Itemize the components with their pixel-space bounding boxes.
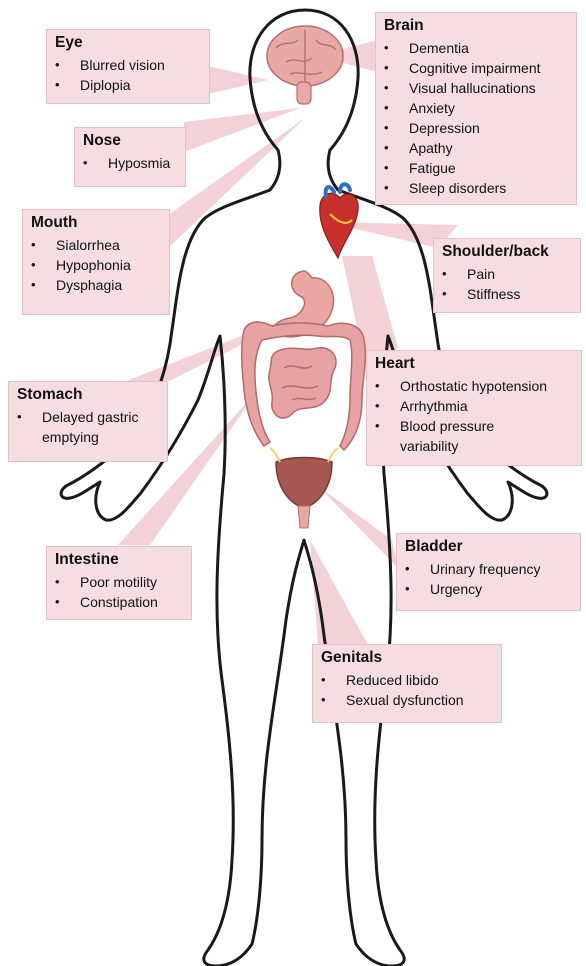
brain-callout: Brain Dementia Cognitive impairment Visu… bbox=[375, 12, 577, 205]
bladder-title: Bladder bbox=[405, 537, 574, 557]
list-item: Dysphagia bbox=[31, 275, 163, 295]
list-item: Sexual dysfunction bbox=[321, 690, 495, 710]
list-item: Pain bbox=[442, 264, 574, 284]
nose-list: Hyposmia bbox=[83, 153, 179, 173]
list-item: Dementia bbox=[384, 38, 570, 58]
heart-icon bbox=[320, 184, 358, 258]
list-item: Delayed gastric emptying bbox=[17, 407, 152, 447]
intestine-callout: Intestine Poor motility Constipation bbox=[46, 546, 192, 620]
list-item: Arrhythmia bbox=[375, 396, 575, 416]
list-item: Anxiety bbox=[384, 98, 570, 118]
mouth-title: Mouth bbox=[31, 213, 163, 233]
list-item: Poor motility bbox=[55, 572, 185, 592]
eye-callout: Eye Blurred vision Diplopia bbox=[46, 29, 210, 104]
list-item: Blood pressure variability bbox=[375, 416, 520, 456]
brain-icon bbox=[267, 26, 343, 104]
list-item: Hypophonia bbox=[31, 255, 163, 275]
list-item: Cognitive impairment bbox=[384, 58, 570, 78]
eye-title: Eye bbox=[55, 33, 203, 53]
shoulder-title: Shoulder/back bbox=[442, 242, 574, 262]
intestine-icon bbox=[242, 322, 366, 450]
bladder-list: Urinary frequency Urgency bbox=[405, 559, 574, 599]
list-item: Urgency bbox=[405, 579, 574, 599]
bladder-callout: Bladder Urinary frequency Urgency bbox=[396, 533, 581, 611]
list-item: Diplopia bbox=[55, 75, 203, 95]
list-item: Visual hallucinations bbox=[384, 78, 570, 98]
genitals-list: Reduced libido Sexual dysfunction bbox=[321, 670, 495, 710]
list-item: Orthostatic hypotension bbox=[375, 376, 575, 396]
list-item: Constipation bbox=[55, 592, 185, 612]
list-item: Stiffness bbox=[442, 284, 574, 304]
eye-connector bbox=[208, 66, 268, 94]
eye-list: Blurred vision Diplopia bbox=[55, 55, 203, 95]
stomach-list: Delayed gastric emptying bbox=[17, 407, 161, 447]
shoulder-list: Pain Stiffness bbox=[442, 264, 574, 304]
list-item: Sleep disorders bbox=[384, 178, 570, 198]
mouth-callout: Mouth Sialorrhea Hypophonia Dysphagia bbox=[22, 209, 170, 315]
list-item: Hyposmia bbox=[83, 153, 179, 173]
intestine-list: Poor motility Constipation bbox=[55, 572, 185, 612]
shoulder-callout: Shoulder/back Pain Stiffness bbox=[433, 238, 581, 313]
list-item: Sialorrhea bbox=[31, 235, 163, 255]
genitals-callout: Genitals Reduced libido Sexual dysfuncti… bbox=[312, 644, 502, 723]
list-item: Depression bbox=[384, 118, 570, 138]
mouth-list: Sialorrhea Hypophonia Dysphagia bbox=[31, 235, 163, 295]
heart-callout: Heart Orthostatic hypotension Arrhythmia… bbox=[366, 350, 582, 466]
nose-title: Nose bbox=[83, 131, 179, 151]
genitals-title: Genitals bbox=[321, 648, 495, 668]
list-item: Apathy bbox=[384, 138, 570, 158]
brain-list: Dementia Cognitive impairment Visual hal… bbox=[384, 38, 570, 198]
nose-connector bbox=[184, 108, 300, 152]
list-item: Blurred vision bbox=[55, 55, 203, 75]
list-item: Urinary frequency bbox=[405, 559, 574, 579]
nose-callout: Nose Hyposmia bbox=[74, 127, 186, 187]
bladder-icon bbox=[270, 448, 338, 528]
stomach-callout: Stomach Delayed gastric emptying bbox=[8, 381, 168, 462]
heart-list: Orthostatic hypotension Arrhythmia Blood… bbox=[375, 376, 575, 456]
list-item: Fatigue bbox=[384, 158, 570, 178]
brain-title: Brain bbox=[384, 16, 570, 36]
intestine-title: Intestine bbox=[55, 550, 185, 570]
heart-title: Heart bbox=[375, 354, 575, 374]
list-item: Reduced libido bbox=[321, 670, 495, 690]
stomach-title: Stomach bbox=[17, 385, 161, 405]
